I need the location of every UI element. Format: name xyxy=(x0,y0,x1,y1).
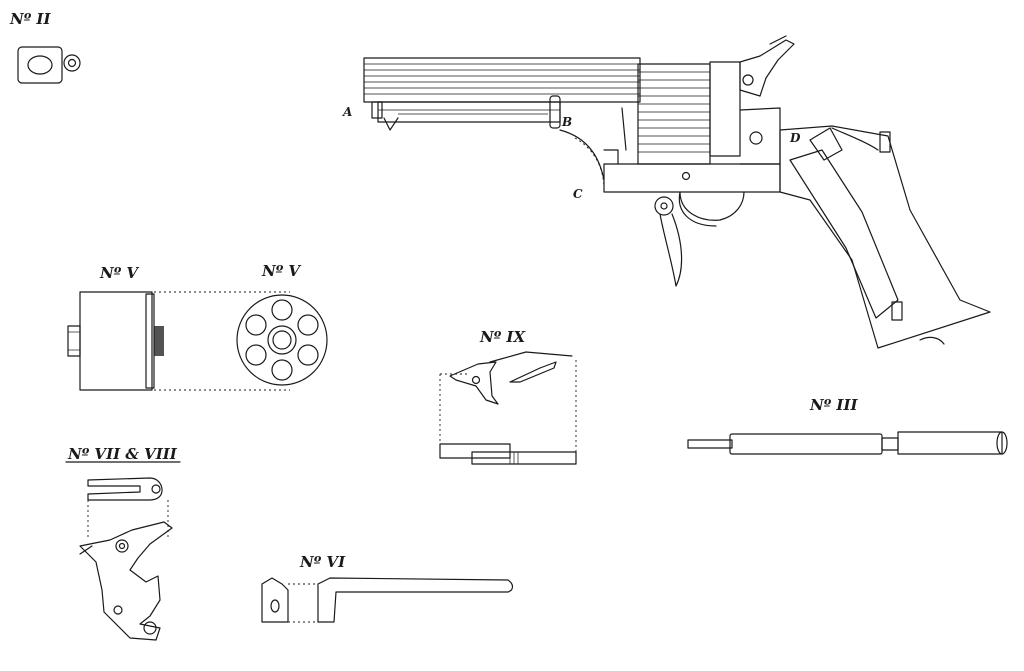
frame xyxy=(559,107,781,227)
fig-iii-drawing xyxy=(687,431,1008,455)
hammer xyxy=(739,35,795,97)
cylinder xyxy=(637,61,741,165)
fig-vii-viii-drawing xyxy=(65,461,181,641)
fig-v-front-label: Nº V xyxy=(262,262,301,280)
fig-ix-label: Nº IX xyxy=(480,328,526,346)
fig-v-front-drawing xyxy=(236,294,328,386)
fig-ii-label: Nº II xyxy=(10,10,51,28)
fig-iii-label: Nº III xyxy=(810,396,858,414)
revolver-main-drawing xyxy=(363,35,991,349)
fig-v-side-drawing xyxy=(67,291,290,391)
fig-v-side-label: Nº V xyxy=(100,264,139,282)
fig-vi-label: Nº VI xyxy=(300,553,346,571)
part-letter-b: B xyxy=(562,115,573,129)
fig-ix-drawing xyxy=(439,351,577,465)
fig-vii-viii-label: Nº VII & VIII xyxy=(68,445,177,463)
fig-ii-drawing xyxy=(17,46,81,84)
part-letter-a: A xyxy=(343,105,353,119)
trigger xyxy=(654,196,683,287)
part-letter-c: C xyxy=(573,187,583,201)
barrel xyxy=(363,57,641,131)
part-letter-d: D xyxy=(790,131,801,145)
fig-vi-drawing xyxy=(261,577,514,623)
grip xyxy=(779,125,991,349)
